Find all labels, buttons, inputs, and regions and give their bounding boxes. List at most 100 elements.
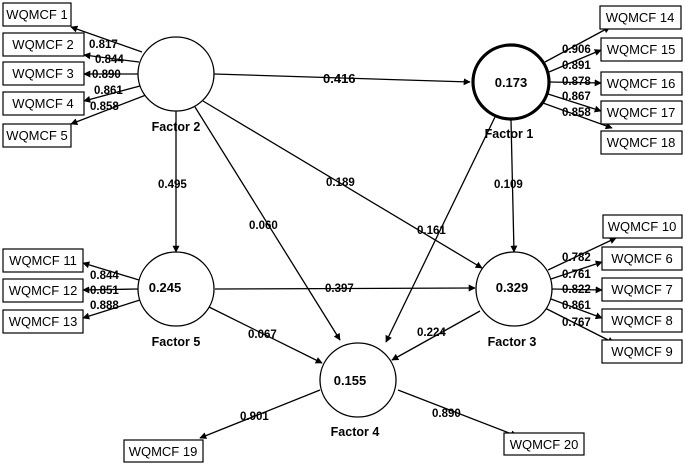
- loading-edge-f3-q8: [550, 298, 603, 320]
- svg-text:WQMCF 7: WQMCF 7: [611, 282, 672, 297]
- loading-edge-f4-q19: [199, 389, 321, 439]
- indicator-wqmcf-20: WQMCF 20: [503, 432, 585, 456]
- indicator-wqmcf-7: WQMCF 7: [601, 277, 683, 302]
- indicator-wqmcf-15: WQMCF 15: [600, 37, 683, 62]
- indicator-wqmcf-13: WQMCF 13: [2, 309, 84, 334]
- loading-edge-f4-q20: [397, 389, 518, 437]
- svg-text:WQMCF 14: WQMCF 14: [606, 10, 675, 25]
- loading-edge-f3-q7: [551, 286, 603, 294]
- indicator-wqmcf-5: WQMCF 5: [2, 123, 72, 148]
- latent-factor-3: 0.329 Factor 3: [475, 251, 553, 349]
- loading-edge-f1-q14: [544, 26, 611, 63]
- indicator-wqmcf-8: WQMCF 8: [601, 308, 683, 333]
- loading-edge-f2-q5: [70, 94, 147, 125]
- loading-edge-f2-q4: [83, 85, 141, 103]
- loading-edge-f3-q6: [550, 260, 603, 280]
- latent-factor-5: 0.245 Factor 5: [137, 251, 215, 349]
- loading-label: 0.767: [562, 317, 591, 329]
- loading-edge-f1-q16: [549, 79, 602, 87]
- loading-edge-f5-q11: [82, 261, 140, 281]
- indicator-wqmcf-9: WQMCF 9: [601, 339, 683, 364]
- indicator-wqmcf-19: WQMCF 19: [123, 439, 204, 463]
- latent-factor-1: 0.173 Factor 1: [471, 43, 551, 141]
- path-f5-f4: [206, 305, 323, 364]
- loading-label: 0.858: [90, 101, 119, 113]
- svg-text:WQMCF 17: WQMCF 17: [607, 105, 676, 120]
- loading-edge-f5-q12: [82, 286, 139, 294]
- indicator-wqmcf-11: WQMCF 11: [2, 248, 84, 273]
- svg-text:WQMCF 13: WQMCF 13: [9, 314, 78, 329]
- path-coefficient: 0.109: [494, 179, 523, 191]
- indicator-wqmcf-2: WQMCF 2: [2, 32, 85, 57]
- indicator-wqmcf-6: WQMCF 6: [601, 246, 683, 271]
- indicator-wqmcf-3: WQMCF 3: [2, 61, 85, 86]
- loading-label: 0.861: [562, 300, 591, 312]
- path-coefficient: 0.060: [249, 220, 278, 232]
- svg-text:WQMCF 5: WQMCF 5: [6, 128, 67, 143]
- loading-label: 0.851: [90, 285, 119, 297]
- loading-label: 0.761: [562, 269, 591, 281]
- svg-text:WQMCF 8: WQMCF 8: [611, 313, 672, 328]
- indicator-wqmcf-17: WQMCF 17: [600, 100, 683, 125]
- loading-label: 0.844: [90, 270, 119, 282]
- loading-edge-f2-q2: [83, 52, 140, 63]
- latent-name: Factor 5: [152, 335, 201, 349]
- loading-label: 0.888: [90, 300, 119, 312]
- loading-label: 0.817: [89, 39, 118, 51]
- loading-edge-f2-q1: [70, 25, 143, 53]
- svg-text:WQMCF 19: WQMCF 19: [129, 444, 198, 459]
- loading-label: 0.901: [240, 411, 269, 423]
- path-coefficient: 0.397: [325, 283, 354, 295]
- loading-label: 0.867: [562, 91, 591, 103]
- path-f5-f3: [214, 284, 476, 292]
- loading-label: 0.890: [432, 408, 461, 420]
- path-coefficient: 0.161: [417, 225, 446, 237]
- svg-text:WQMCF 16: WQMCF 16: [607, 76, 676, 91]
- latent-name: Factor 4: [331, 425, 380, 439]
- svg-text:WQMCF 2: WQMCF 2: [12, 37, 73, 52]
- loading-label: 0.906: [562, 44, 591, 56]
- loading-edge-f3-q10: [547, 237, 617, 271]
- loading-label: 0.861: [94, 85, 123, 97]
- svg-text:WQMCF 12: WQMCF 12: [9, 283, 78, 298]
- svg-text:WQMCF 1: WQMCF 1: [6, 7, 67, 22]
- path-f1-f3: [510, 119, 518, 253]
- loading-label: 0.782: [562, 252, 591, 264]
- indicator-wqmcf-4: WQMCF 4: [2, 91, 85, 116]
- latent-name: Factor 1: [485, 127, 534, 141]
- svg-text:WQMCF 15: WQMCF 15: [607, 42, 676, 57]
- path-coefficient: 0.224: [417, 327, 446, 339]
- latent-r2: 0.173: [495, 75, 528, 90]
- path-coefficient: 0.189: [326, 177, 355, 189]
- latent-factor-4: 0.155 Factor 4: [319, 342, 397, 439]
- path-coefficient: 0.067: [248, 329, 277, 341]
- path-f2-f1: [213, 73, 471, 86]
- latent-name: Factor 3: [488, 335, 537, 349]
- loading-label: 0.891: [562, 60, 591, 72]
- path-coefficient: 0.416: [323, 71, 356, 86]
- loading-edge-f1-q15: [548, 49, 602, 73]
- svg-text:WQMCF 3: WQMCF 3: [12, 66, 73, 81]
- path-f3-f4: [391, 310, 481, 361]
- latent-name: Factor 2: [152, 120, 201, 134]
- svg-text:WQMCF 9: WQMCF 9: [611, 344, 672, 359]
- svg-text:WQMCF 11: WQMCF 11: [9, 253, 77, 268]
- latent-factor-2: Factor 2: [137, 36, 215, 134]
- loading-label: 0.878: [562, 76, 591, 88]
- indicator-wqmcf-14: WQMCF 14: [599, 5, 682, 30]
- indicator-wqmcf-18: WQMCF 18: [600, 130, 683, 155]
- loading-label: 0.858: [562, 107, 591, 119]
- svg-text:WQMCF 20: WQMCF 20: [510, 437, 579, 452]
- path-f1-f4: [385, 116, 496, 343]
- path-coefficient: 0.495: [158, 179, 187, 191]
- loading-edge-f3-q9: [544, 307, 615, 344]
- svg-text:WQMCF 18: WQMCF 18: [607, 135, 676, 150]
- loading-edge-f1-q17: [547, 93, 602, 113]
- loading-label: 0.844: [95, 54, 124, 66]
- indicator-wqmcf-1: WQMCF 1: [2, 2, 72, 27]
- path-f2-f4: [194, 106, 341, 341]
- svg-text:WQMCF 10: WQMCF 10: [608, 219, 677, 234]
- indicator-wqmcf-12: WQMCF 12: [2, 278, 84, 303]
